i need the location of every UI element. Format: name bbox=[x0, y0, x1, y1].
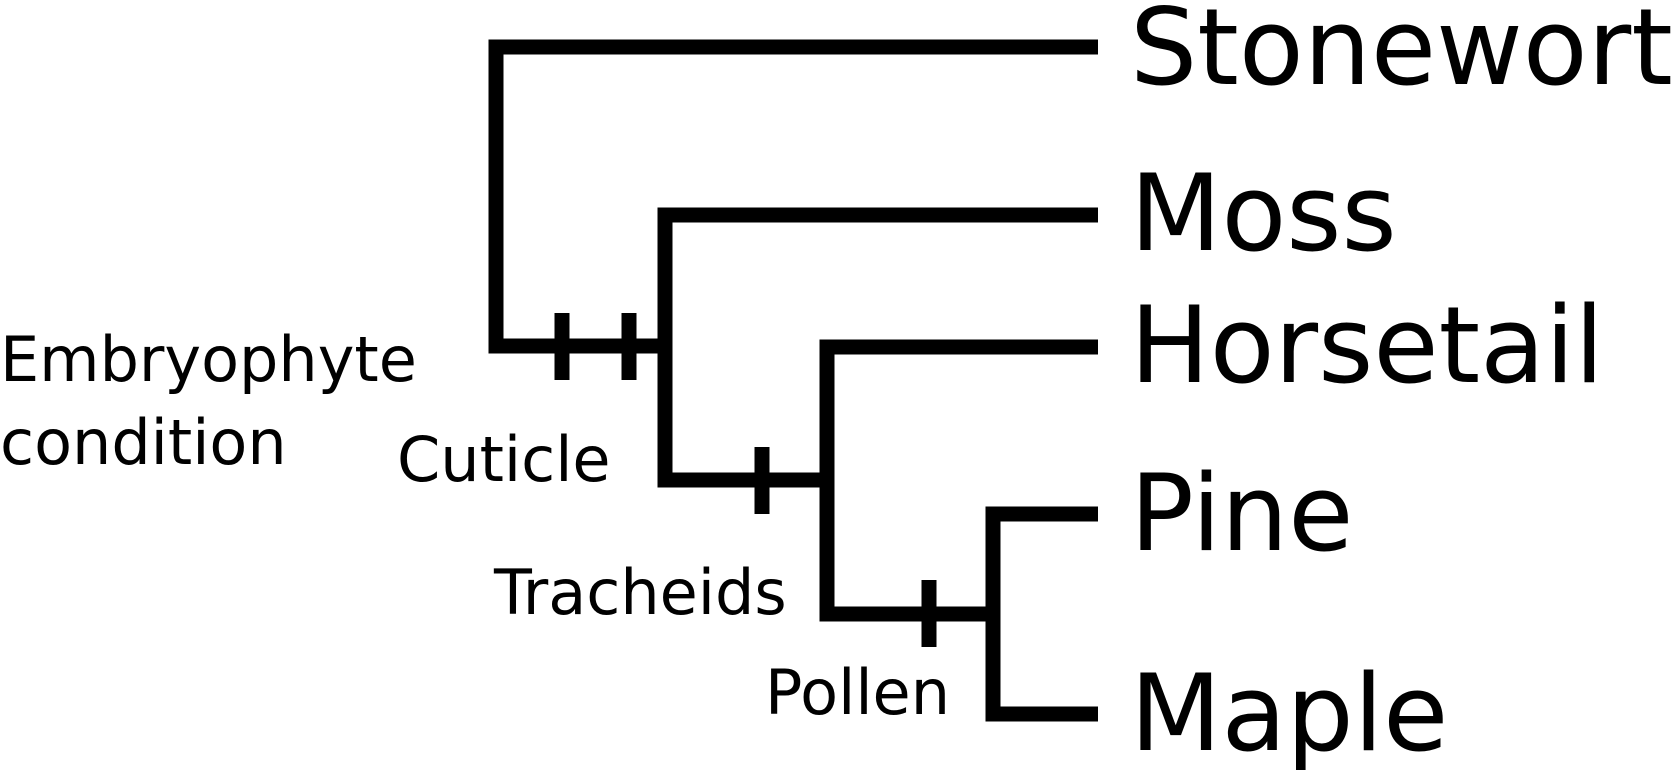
branch-horsetail-clade bbox=[819, 339, 1098, 622]
trait-label-embryophyte-line2: condition bbox=[0, 406, 287, 479]
taxon-label-moss: Moss bbox=[1130, 152, 1397, 275]
taxon-labels: Stonewort Moss Horsetail Pine Maple bbox=[1130, 0, 1673, 770]
taxon-label-stonewort: Stonewort bbox=[1130, 0, 1673, 109]
taxon-label-horsetail: Horsetail bbox=[1130, 284, 1604, 407]
trait-label-cuticle: Cuticle bbox=[397, 423, 611, 496]
branch-stonewort-clade bbox=[488, 39, 1098, 354]
tree-branches bbox=[488, 39, 1098, 722]
branch-seed-plants-clade bbox=[985, 506, 1098, 722]
trait-labels: Embryophyte condition Cuticle Tracheids … bbox=[0, 323, 950, 729]
trait-label-embryophyte-line1: Embryophyte bbox=[0, 323, 417, 396]
branch-moss-clade bbox=[657, 207, 1098, 488]
trait-label-pollen: Pollen bbox=[765, 656, 950, 729]
taxon-label-pine: Pine bbox=[1130, 452, 1353, 575]
taxon-label-maple: Maple bbox=[1130, 652, 1448, 770]
trait-ticks bbox=[554, 313, 937, 647]
trait-label-tracheids: Tracheids bbox=[493, 556, 787, 629]
